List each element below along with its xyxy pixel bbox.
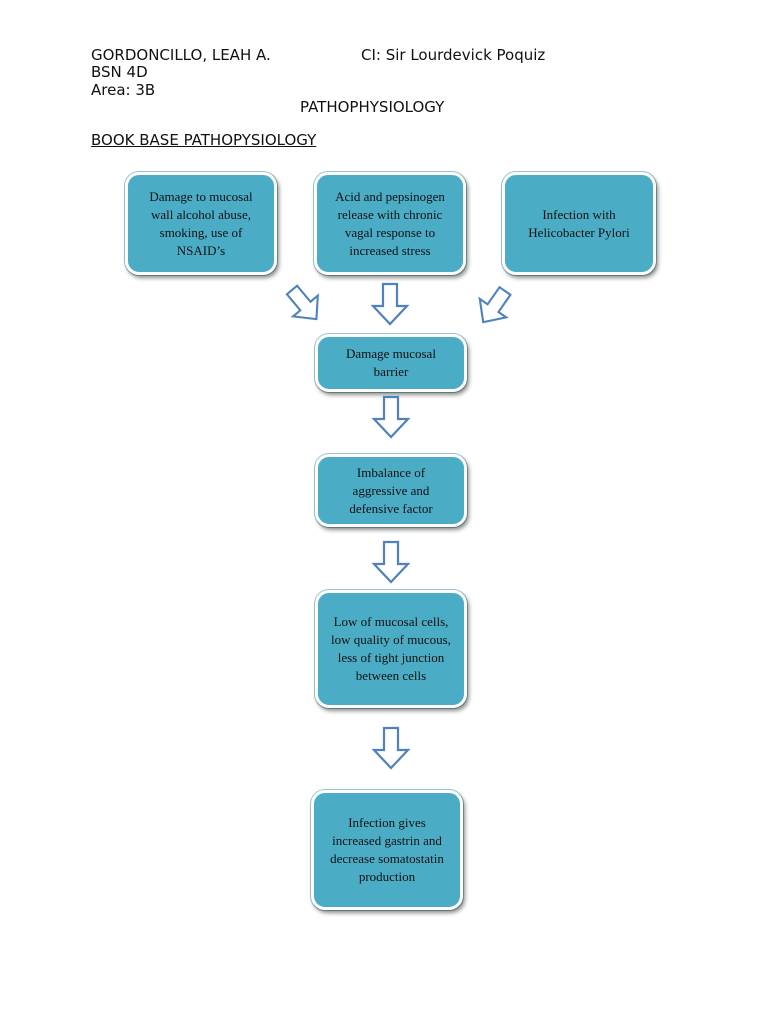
student-name: GORDONCILLO, LEAH A. — [91, 46, 271, 64]
arrow-step3-icon — [372, 726, 410, 770]
step-text: Infection gives increased gastrin and de… — [330, 815, 444, 884]
cause-text: Infection with Helicobacter Pylori — [528, 206, 630, 240]
page-title: PATHOPHYSIOLOGY — [300, 98, 445, 116]
arrow-step1-icon — [372, 395, 410, 439]
arrow-left-diagonal-icon — [278, 278, 330, 331]
step-box-gastrin: Infection gives increased gastrin and de… — [311, 790, 463, 910]
arrow-step2-icon — [372, 540, 410, 584]
step-box-mucosal-cells: Low of mucosal cells, low quality of muc… — [315, 590, 467, 708]
step-text: Low of mucosal cells, low quality of muc… — [331, 614, 451, 683]
step-text: Damage mucosal barrier — [346, 346, 436, 379]
cause-box-acid-pepsinogen: Acid and pepsinogen release with chronic… — [314, 172, 466, 275]
step-box-imbalance: Imbalance of aggressive and defensive fa… — [315, 454, 467, 527]
cause-text: Acid and pepsinogen release with chronic… — [335, 188, 445, 258]
area-label: Area: 3B — [91, 81, 156, 99]
cause-box-mucosal-damage: Damage to mucosal wall alcohol abuse, sm… — [125, 172, 277, 275]
cause-text: Damage to mucosal wall alcohol abuse, sm… — [149, 188, 253, 258]
arrow-center-down-icon — [371, 282, 409, 326]
section-heading: BOOK BASE PATHOPYSIOLOGY — [91, 131, 317, 149]
step-text: Imbalance of aggressive and defensive fa… — [349, 464, 433, 516]
step-box-damage-barrier: Damage mucosal barrier — [315, 334, 467, 392]
arrow-right-diagonal-icon — [468, 280, 520, 333]
clinical-instructor: CI: Sir Lourdevick Poquiz — [361, 46, 546, 64]
cause-box-h-pylori: Infection with Helicobacter Pylori — [502, 172, 656, 275]
course-section: BSN 4D — [91, 63, 148, 81]
